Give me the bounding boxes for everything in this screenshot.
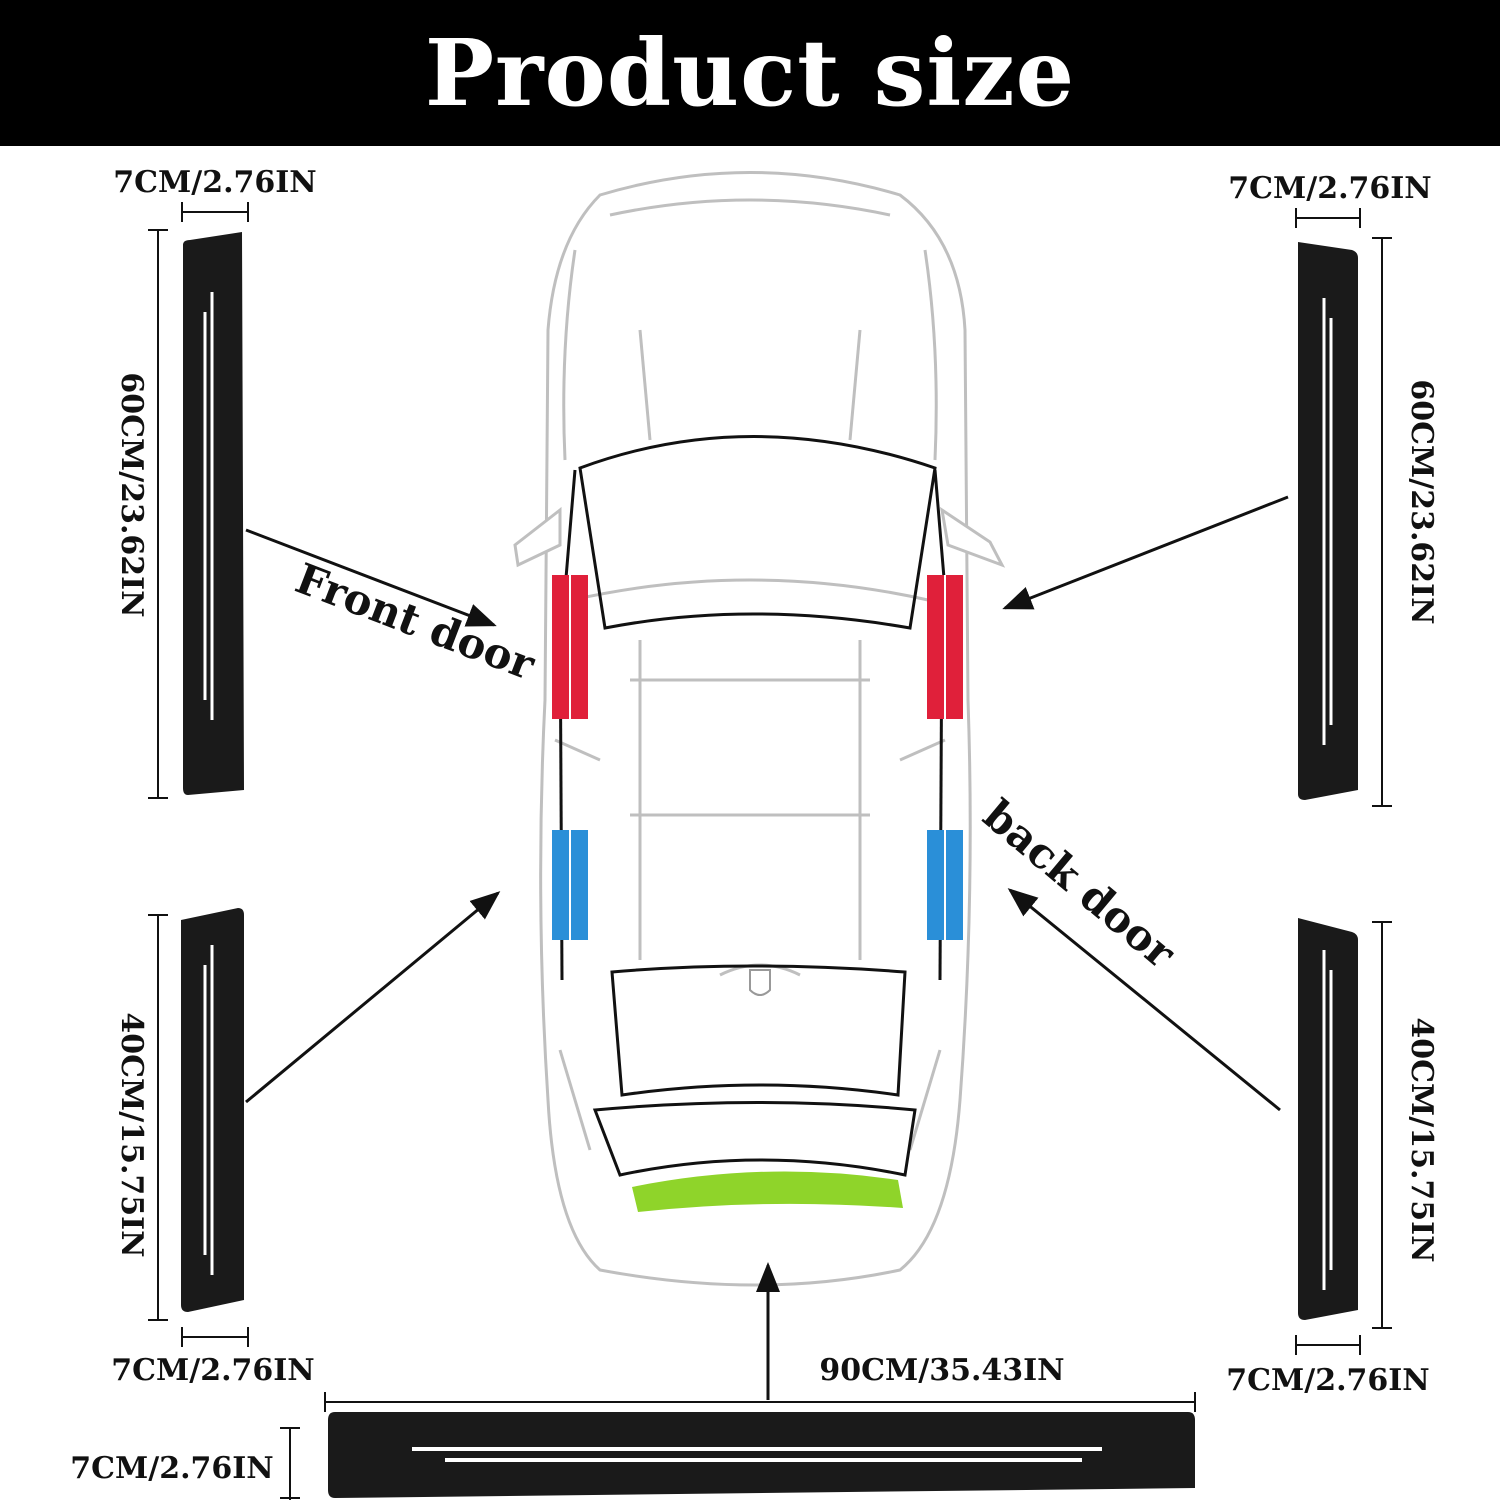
side-mirrors [513,506,1006,568]
title-banner: Product size [0,0,1500,146]
dim-back-right-length: 40CM/15.75IN [1404,1017,1439,1262]
strip-front-right [1298,242,1358,800]
dim-front-right-width: 7CM/2.76IN [1228,171,1431,206]
dim-back-left-width: 7CM/2.76IN [111,1353,314,1388]
dim-rear-length: 90CM/35.43IN [819,1353,1064,1388]
back-door-markers [552,830,963,940]
arrow-front-right [1002,495,1289,610]
front-door-label: Front door [289,554,542,690]
back-door-label: back door [974,790,1185,978]
dim-back-right-width: 7CM/2.76IN [1226,1363,1429,1398]
dim-front-left-width: 7CM/2.76IN [113,165,316,200]
dimension-lines [148,202,1392,1500]
arrow-back-left [245,891,501,1104]
trunk-marker [632,1171,903,1212]
pointer-arrows [245,495,1289,1400]
arrow-front-left [245,528,497,627]
strip-back-left [181,908,244,1312]
dim-front-left-length: 60CM/23.62IN [114,372,149,617]
car-outline [539,171,972,1287]
dim-front-right-length: 60CM/23.62IN [1404,379,1439,624]
dim-rear-width: 7CM/2.76IN [70,1451,273,1486]
dim-back-left-length: 40CM/15.75IN [114,1012,149,1257]
left-mirror [513,506,562,568]
front-door-markers [552,575,963,719]
arrow-back-right [1007,888,1281,1112]
right-mirror [939,506,1006,568]
page-title: Product size [424,19,1076,127]
strip-rear [328,1412,1195,1498]
strip-back-right [1298,918,1358,1320]
strip-front-left [183,232,244,795]
trunk-handle [749,969,771,996]
